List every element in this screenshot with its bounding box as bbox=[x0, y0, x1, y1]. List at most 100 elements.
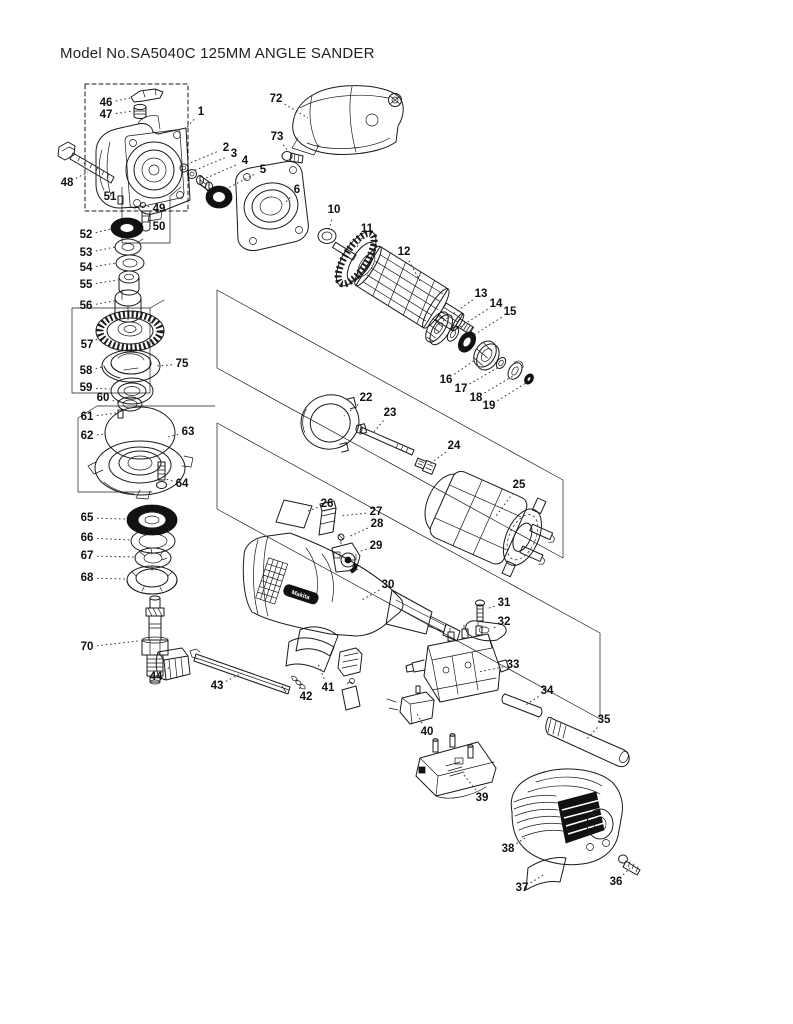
clamp-stack-65-68 bbox=[126, 504, 178, 595]
part-label-62: 62 bbox=[81, 430, 94, 442]
leader-line-66 bbox=[96, 537, 132, 541]
terminal-24 bbox=[414, 457, 437, 475]
leader-line-48 bbox=[75, 171, 89, 179]
part-label-32: 32 bbox=[498, 616, 511, 628]
leader-line-64 bbox=[165, 478, 173, 482]
part-label-75: 75 bbox=[176, 358, 189, 370]
leader-line-13 bbox=[442, 299, 474, 322]
part-label-42: 42 bbox=[300, 691, 313, 703]
part-label-10: 10 bbox=[328, 204, 341, 216]
bearing-box-plate-6 bbox=[235, 161, 309, 251]
leader-line-38 bbox=[516, 837, 526, 844]
part-label-18: 18 bbox=[470, 392, 483, 404]
leader-line-2 bbox=[184, 151, 217, 166]
housing-logo-text: Makita bbox=[291, 590, 311, 602]
part-label-22: 22 bbox=[360, 392, 373, 404]
leader-line-35 bbox=[585, 727, 598, 741]
leader-line-61 bbox=[96, 412, 117, 417]
armature-11-12 bbox=[331, 229, 475, 335]
field-25 bbox=[424, 470, 556, 578]
tube-34 bbox=[501, 693, 543, 718]
leader-line-30 bbox=[361, 589, 380, 601]
part-label-54: 54 bbox=[80, 262, 93, 274]
part-label-19: 19 bbox=[483, 400, 496, 412]
part-label-51: 51 bbox=[104, 191, 117, 203]
part-label-56: 56 bbox=[80, 300, 93, 312]
ring-10 bbox=[317, 228, 337, 244]
part-label-31: 31 bbox=[498, 597, 511, 609]
part-label-28: 28 bbox=[371, 518, 384, 530]
page-title: Model No.SA5040C 125MM ANGLE SANDER bbox=[60, 45, 375, 62]
leader-line-22 bbox=[343, 403, 359, 417]
part-label-70: 70 bbox=[81, 641, 94, 653]
leader-line-25 bbox=[495, 492, 514, 517]
leader-line-73 bbox=[282, 144, 289, 152]
switch-slide-42-44 bbox=[155, 647, 306, 695]
part-label-49: 49 bbox=[153, 203, 166, 215]
brush-parts-26-29 bbox=[275, 499, 361, 574]
controller-39 bbox=[415, 733, 497, 799]
part-label-55: 55 bbox=[80, 279, 93, 291]
part-label-34: 34 bbox=[541, 685, 554, 697]
part-label-12: 12 bbox=[398, 246, 411, 258]
label-37 bbox=[525, 857, 567, 891]
part-label-33: 33 bbox=[507, 659, 520, 671]
leader-line-37 bbox=[530, 873, 546, 884]
leader-line-10 bbox=[328, 219, 333, 231]
spindle-70 bbox=[141, 595, 169, 685]
leader-line-5 bbox=[221, 174, 255, 192]
part-label-68: 68 bbox=[81, 572, 94, 584]
leader-line-65 bbox=[96, 517, 128, 520]
leader-line-16 bbox=[453, 357, 479, 375]
part-label-27: 27 bbox=[370, 506, 383, 518]
leader-line-1 bbox=[186, 118, 195, 128]
leader-line-6 bbox=[283, 196, 291, 205]
part-label-57: 57 bbox=[81, 339, 94, 351]
part-label-64: 64 bbox=[176, 478, 189, 490]
part-label-37: 37 bbox=[516, 882, 529, 894]
leader-line-47 bbox=[115, 110, 134, 115]
leader-line-28 bbox=[347, 527, 369, 538]
part-label-41: 41 bbox=[322, 682, 335, 694]
leader-line-60 bbox=[112, 400, 119, 403]
part-label-65: 65 bbox=[81, 512, 94, 524]
leader-line-72 bbox=[284, 103, 309, 119]
leader-line-31 bbox=[485, 605, 495, 610]
leader-line-68 bbox=[96, 577, 128, 580]
part-label-2: 2 bbox=[223, 142, 229, 154]
part-label-73: 73 bbox=[271, 131, 284, 143]
cord-guard-35 bbox=[545, 716, 630, 768]
part-label-59: 59 bbox=[80, 382, 93, 394]
part-label-23: 23 bbox=[384, 407, 397, 419]
spindle-stack-52-60 bbox=[95, 217, 165, 419]
vent-grille bbox=[255, 557, 289, 605]
leader-line-11 bbox=[356, 237, 363, 248]
part-label-53: 53 bbox=[80, 247, 93, 259]
leader-line-70 bbox=[96, 640, 139, 647]
part-label-1: 1 bbox=[198, 106, 205, 118]
part-label-3: 3 bbox=[231, 148, 237, 160]
leader-line-24 bbox=[429, 451, 447, 465]
rubber-ring-16 bbox=[473, 340, 500, 371]
part-label-63: 63 bbox=[182, 426, 195, 438]
part-label-72: 72 bbox=[270, 93, 283, 105]
leader-line-34 bbox=[523, 696, 539, 707]
bolt-48 bbox=[57, 141, 115, 184]
baffle-ring-22 bbox=[300, 394, 368, 453]
rod-23 bbox=[355, 424, 415, 456]
part-label-46: 46 bbox=[100, 97, 113, 109]
leader-line-39 bbox=[463, 774, 477, 791]
part-label-47: 47 bbox=[100, 109, 113, 121]
part-label-13: 13 bbox=[475, 288, 488, 300]
labels-41 bbox=[285, 626, 339, 673]
washer-14 bbox=[446, 326, 460, 342]
leader-line-57 bbox=[95, 337, 100, 341]
leader-line-46 bbox=[115, 97, 131, 102]
part-label-16: 16 bbox=[440, 374, 453, 386]
leader-line-62 bbox=[96, 433, 107, 436]
part-label-50: 50 bbox=[153, 221, 166, 233]
leader-line-17 bbox=[469, 366, 500, 385]
screw-36 bbox=[618, 854, 641, 876]
part-label-36: 36 bbox=[610, 876, 623, 888]
